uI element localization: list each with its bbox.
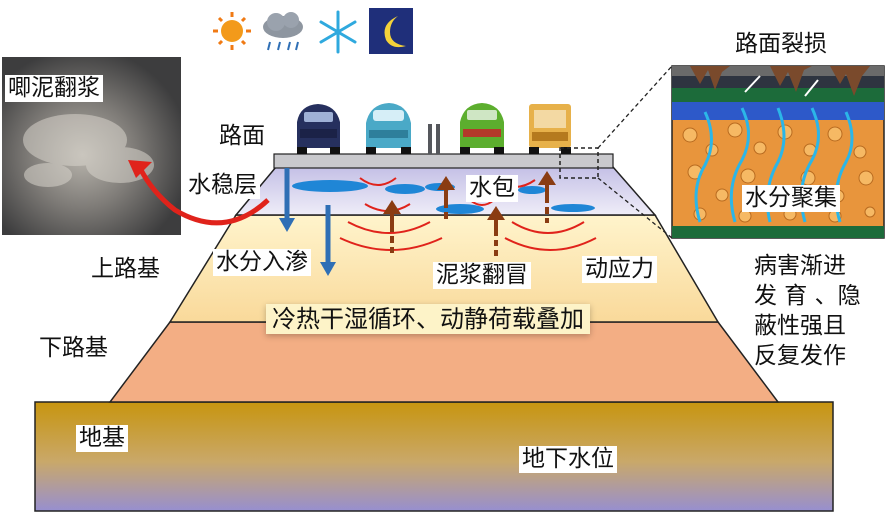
lower-subgrade-layer	[108, 321, 780, 403]
truck-icon	[529, 104, 571, 154]
progression-note: 病害渐进 发 育 、隐 蔽性强且 反复发作	[754, 251, 884, 371]
crack-inset	[671, 65, 885, 239]
progression-line: 发 育 、隐	[754, 283, 861, 309]
snowflake-icon	[319, 10, 357, 54]
lower-subgrade-label: 下路基	[39, 335, 108, 361]
foundation-label: 地基	[76, 425, 128, 452]
water-pockets	[292, 180, 595, 214]
progression-line: 病害渐进	[754, 253, 846, 279]
cycle-label: 冷热干湿循环、动静荷载叠加	[266, 304, 590, 334]
surface-crack-label: 路面裂损	[735, 31, 827, 57]
pavement-label: 路面	[219, 123, 265, 149]
mud-pumping-label: 泥浆翻冒	[433, 262, 531, 289]
foundation-layer	[34, 401, 834, 512]
progression-line: 反复发作	[754, 343, 846, 369]
sun-icon	[213, 12, 251, 50]
water-pocket-label: 水包	[466, 175, 518, 202]
water-accumulation-label: 水分聚集	[742, 185, 840, 212]
progression-line: 蔽性强且	[754, 313, 846, 339]
dark-car-icon	[297, 104, 340, 154]
infiltration-arrows	[284, 168, 331, 262]
moon-icon	[369, 8, 413, 54]
base-layer-label: 水稳层	[185, 172, 260, 199]
callout-box	[559, 147, 599, 179]
mud-arrows	[383, 171, 556, 256]
pumping-label: 唧泥翻浆	[5, 75, 103, 102]
groundwater-label: 地下水位	[519, 446, 617, 473]
rain-cloud-icon	[263, 12, 303, 51]
dynamic-stress-label: 动应力	[582, 256, 657, 283]
pumping-arrow	[137, 166, 270, 226]
pavement-slab	[273, 153, 614, 169]
teal-car-icon	[366, 103, 411, 154]
green-car-icon	[460, 103, 504, 154]
road-pole	[428, 124, 432, 154]
infiltration-label: 水分入渗	[213, 249, 311, 276]
upper-subgrade-label: 上路基	[91, 256, 160, 282]
